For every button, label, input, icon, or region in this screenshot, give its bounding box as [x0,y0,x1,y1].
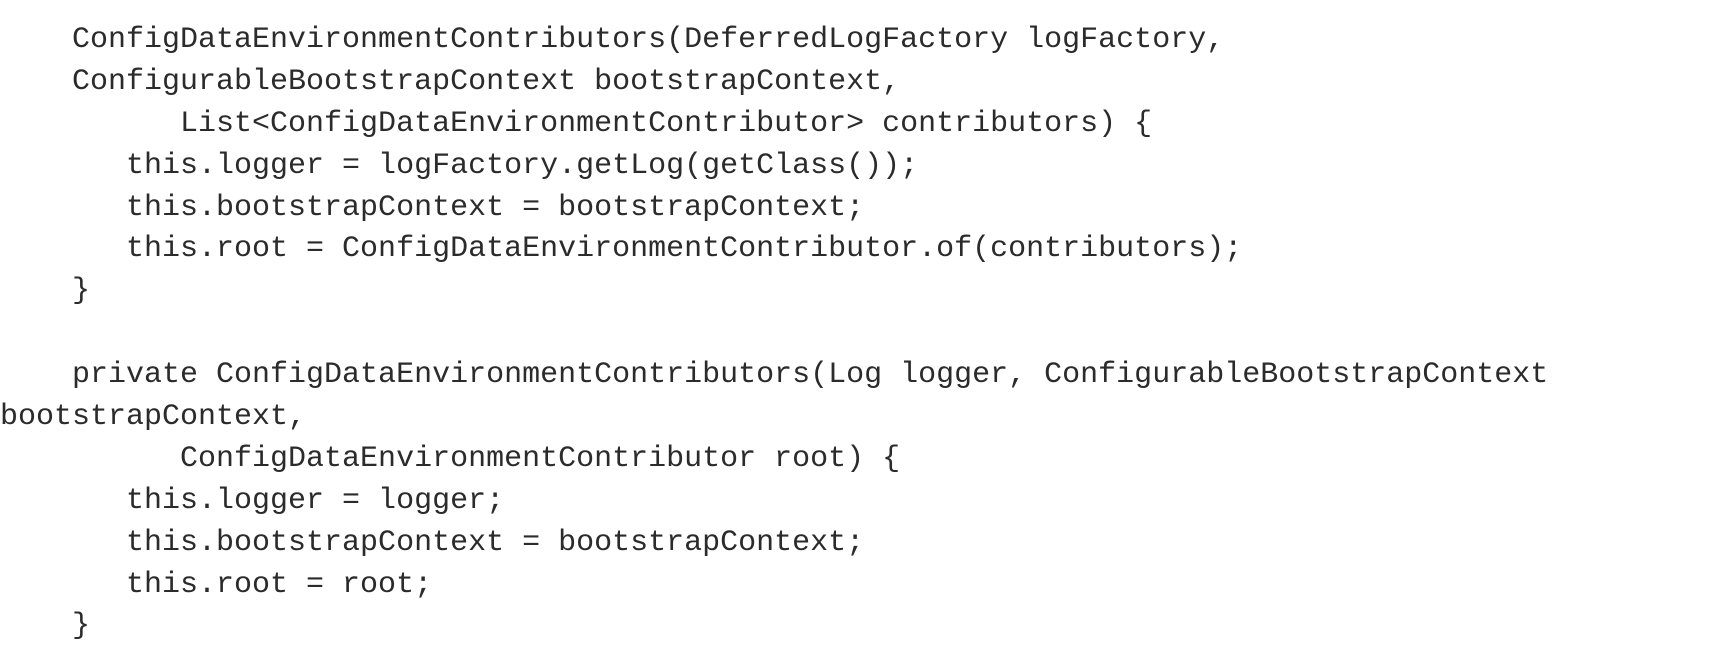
code-line: List<ConfigDataEnvironmentContributor> c… [0,106,1153,141]
code-listing: ConfigDataEnvironmentContributors(Deferr… [0,20,1731,648]
code-line: this.logger = logger; [0,483,505,518]
code-line: this.root = root; [0,567,433,602]
code-line: this.bootstrapContext = bootstrapContext… [0,190,865,225]
code-line [0,313,1731,355]
code-line: private ConfigDataEnvironmentContributor… [0,358,1549,393]
code-line: bootstrapContext, [0,400,307,435]
code-line: ConfigDataEnvironmentContributor root) { [0,441,901,476]
code-line: this.logger = logFactory.getLog(getClass… [0,148,919,183]
code-line: this.root = ConfigDataEnvironmentContrib… [0,232,1243,267]
code-line: ConfigDataEnvironmentContributors(Deferr… [0,23,1225,57]
code-line: } [0,609,91,644]
code-line: ConfigurableBootstrapContext bootstrapCo… [0,64,901,99]
code-line: this.bootstrapContext = bootstrapContext… [0,525,865,560]
code-line: } [0,274,91,309]
